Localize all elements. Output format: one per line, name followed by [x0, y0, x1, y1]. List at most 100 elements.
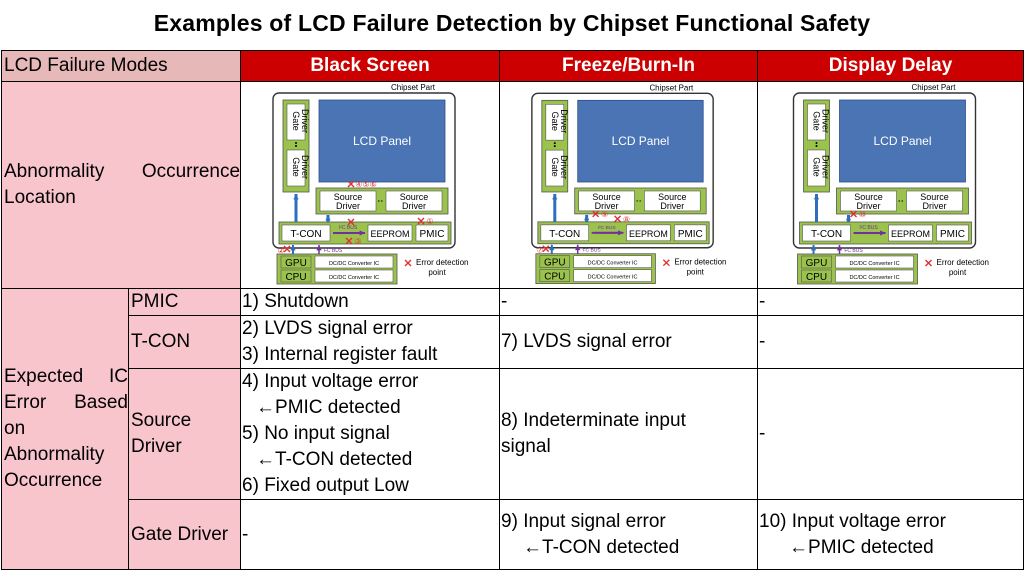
ic-row-tcon: T-CON 2) LVDS signal error 3) Internal r…: [2, 315, 1024, 369]
cell-source-black: 4) Input voltage error ←PMIC detected 5)…: [240, 368, 501, 500]
error-number-label: ⑨: [601, 210, 608, 219]
gate-driver-label: Driver: [821, 155, 831, 179]
pmic-block: [674, 224, 707, 242]
error-legend-label: point: [428, 268, 446, 277]
mode-header-freeze: Freeze/Burn-In: [499, 50, 759, 82]
error-legend-label: Error detection: [937, 258, 989, 267]
tcon-block: [540, 224, 589, 242]
cell-tcon-black: 2) LVDS signal error 3) Internal registe…: [240, 315, 501, 369]
source-driver-block: [644, 190, 701, 212]
source-driver-label: Driver: [402, 201, 426, 211]
cell-pmic-delay: -: [757, 288, 1024, 316]
source-driver-label: Driver: [660, 201, 684, 211]
line: 3) Internal register fault: [242, 344, 438, 365]
line: 6) Fixed output Low: [242, 475, 409, 496]
line: 1) Shutdown: [242, 291, 349, 312]
tcon-to-source-arrow-head: [845, 215, 852, 221]
pmic-label: PMIC: [678, 229, 703, 240]
ic-row-pmic: Expected IC Error Based on Abnormality O…: [1, 288, 1024, 570]
dcdc-label: DC/DC Converter IC: [849, 275, 899, 281]
lcd-panel-label: LCD Panel: [612, 134, 670, 148]
line: 4) Input voltage error: [242, 371, 419, 392]
gate-driver-label: Gate: [812, 111, 822, 131]
ellipsis-dot: [295, 145, 298, 147]
gate-driver-label: Gate: [550, 112, 560, 131]
gate-driver-label: Driver: [821, 109, 831, 133]
error-x-mark: [347, 180, 355, 188]
cell-gate-freeze: 9) Input signal error ←T-CON detected: [499, 499, 759, 570]
error-number-label: ②: [277, 246, 284, 255]
line: 10) Input voltage error: [759, 510, 946, 532]
dcdc-label: DC/DC Converter IC: [588, 261, 638, 267]
gpu-label: GPU: [544, 258, 566, 269]
cpu-label: CPU: [285, 272, 306, 283]
eeprom-label: EEPROM: [891, 229, 930, 239]
ic-label-tcon: T-CON: [127, 315, 242, 369]
fc-bus-label: FC BUS: [583, 248, 602, 254]
location-row: Abnormality Occurrence Location Chipset …: [0, 81, 1024, 289]
error-x-mark: [417, 217, 425, 225]
source-driver-label: Source: [658, 192, 686, 202]
tcon-to-gate-arrow-head: [293, 194, 299, 200]
eeprom-label: EEPROM: [371, 229, 410, 239]
error-x-mark: [662, 259, 670, 267]
fc-bus-arrow-head: [836, 245, 843, 251]
pmic-block: [415, 224, 449, 242]
source-driver-label: Driver: [857, 201, 881, 211]
source-driver-block: [385, 190, 443, 212]
cell-pmic-freeze: -: [499, 288, 759, 316]
eeprom-block: [367, 224, 413, 242]
line: -: [759, 331, 766, 352]
fc-bus-label: FC BUS: [844, 248, 863, 254]
lcd-panel: [318, 99, 446, 183]
i2c-bus-label: I²C BUS: [339, 225, 358, 231]
chipset-part-label: Chipset Part: [649, 83, 694, 92]
gate-driver-block: [807, 149, 826, 187]
dcdc-block: [835, 269, 914, 283]
ic-row-gate-driver: Gate Driver - 9) Input signal error ←T-C…: [2, 499, 1024, 570]
dcdc-label: DC/DC Converter IC: [849, 261, 899, 267]
cpu-block: [280, 269, 312, 283]
error-x-mark: [925, 259, 933, 267]
cell-gate-black: -: [240, 499, 501, 570]
error-x-mark: [347, 218, 355, 226]
source-driver-label: Source: [334, 192, 363, 202]
tcon-to-gate-arrow-head: [552, 193, 558, 200]
ellipsis-dot: [295, 142, 298, 144]
mode-header-display-delay: Display Delay: [757, 50, 1024, 82]
gate-driver-block: [545, 104, 565, 141]
line: -: [759, 291, 766, 312]
i2c-bus-arrow-head: [618, 230, 624, 236]
source-driver-label: Source: [854, 192, 883, 202]
dcdc-label: DC/DC Converter IC: [588, 275, 638, 281]
dcdc-block: [835, 255, 914, 269]
ic-row-source-driver: Source Driver 4) Input voltage error ←PM…: [2, 368, 1024, 500]
pmic-block: [936, 224, 969, 242]
ellipsis-dot: [553, 142, 556, 145]
gpu-block: [280, 255, 312, 269]
pmic-label: PMIC: [940, 229, 965, 240]
i2c-bus-arrow-head: [359, 230, 366, 236]
tcon-label: T-CON: [549, 229, 580, 240]
line: ←T-CON detected: [523, 536, 680, 558]
gate-driver-block: [286, 103, 306, 141]
i2c-bus-label: I²C BUS: [597, 225, 616, 231]
dcdc-block: [573, 255, 652, 268]
page-title: Examples of LCD Failure Detection by Chi…: [153, 10, 871, 36]
error-x-mark: [592, 210, 600, 218]
line: 2) LVDS signal error: [242, 318, 413, 339]
dcdc-label: DC/DC Converter IC: [329, 261, 379, 267]
location-row-label: Abnormality Occurrence Location: [0, 81, 242, 289]
gpu-to-tcon-arrow-head: [549, 244, 555, 251]
error-legend-label: point: [949, 268, 967, 277]
gpu-label: GPU: [285, 258, 307, 269]
ic-label-source-driver: Source Driver: [127, 368, 242, 500]
error-legend-label: Error detection: [674, 258, 726, 267]
gpu-block: [539, 255, 571, 268]
cell-source-delay: -: [757, 368, 1024, 500]
tcon-to-source-arrow-head: [584, 214, 590, 221]
cpu-label: CPU: [544, 272, 565, 283]
